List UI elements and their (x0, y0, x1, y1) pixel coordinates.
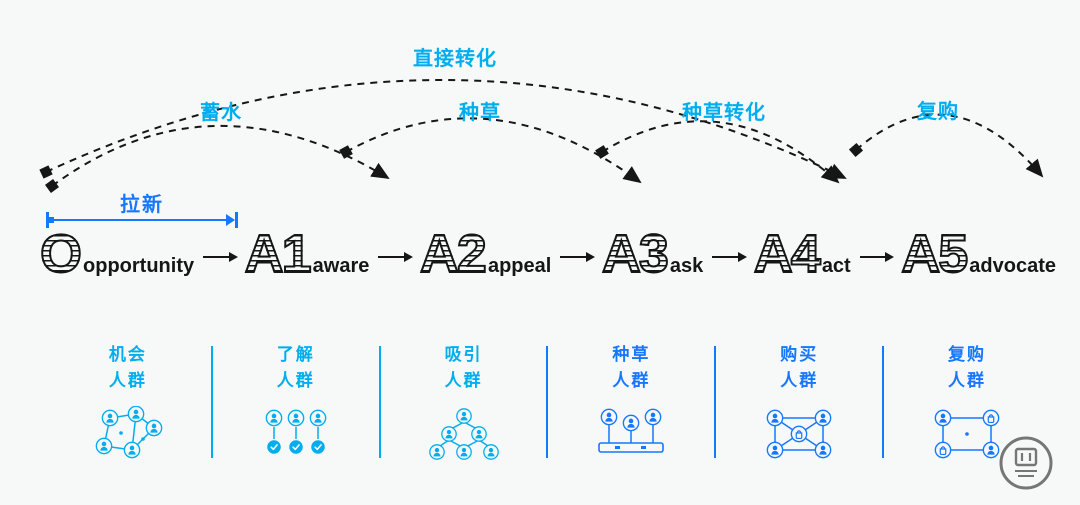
stage-word: opportunity (83, 255, 195, 277)
stage-letter: A5 (900, 224, 969, 284)
group-advocate-audience: 复购 人群 (884, 342, 1050, 464)
stage-letter: A4 (753, 224, 822, 284)
group-appeal-audience: 吸引 人群 (381, 342, 547, 464)
group-label-line2: 人群 (276, 371, 315, 390)
axis-arrow-icon (859, 251, 894, 262)
label-store-water: 蓄水 (200, 102, 242, 124)
group-label-line1: 复购 (948, 345, 987, 364)
stage-letter: A1 (244, 224, 313, 284)
pull-new-arrow (46, 212, 238, 228)
stage-appeal: A2 appeal (419, 224, 552, 284)
group-label-line1: 种草 (612, 345, 651, 364)
stage-aware: A1 aware (244, 224, 370, 284)
group-divider (378, 346, 381, 458)
axis-arrow-icon (378, 251, 413, 262)
axis-arrow-icon (560, 251, 595, 262)
group-divider (714, 346, 717, 458)
arc-direct-conversion (39, 79, 847, 179)
pull-new-end-bar (235, 212, 238, 228)
stage-word: aware (312, 255, 370, 277)
planted-users-icon (598, 408, 665, 453)
group-label-line1: 购买 (780, 345, 819, 364)
label-pull-new: 拉新 (120, 194, 164, 216)
group-label-line1: 吸引 (444, 345, 483, 364)
pull-new-arrowhead-icon (226, 214, 235, 226)
group-label-line2: 人群 (444, 371, 483, 390)
group-divider (210, 346, 213, 458)
group-divider (546, 346, 549, 458)
arc-seeding (339, 117, 642, 184)
group-label-line2: 人群 (780, 371, 819, 390)
label-seeding: 种草 (459, 102, 501, 124)
repeat-buyer-users-icon (934, 409, 1000, 459)
stage-word: act (821, 255, 851, 277)
stage-letter: A2 (419, 224, 488, 284)
label-direct-conversion: 直接转化 (413, 48, 497, 70)
label-repurchase: 复购 (917, 101, 959, 123)
stage-letter: O (39, 224, 83, 284)
arc-store-water (45, 125, 390, 193)
stage-word: appeal (487, 255, 552, 277)
group-divider (882, 346, 885, 458)
network-users-icon (95, 406, 163, 459)
group-label-line1: 机会 (108, 345, 147, 364)
stage-advocate: A5 advocate (900, 224, 1056, 284)
stage-opportunity: O opportunity (39, 224, 195, 284)
group-label-line2: 人群 (948, 371, 987, 390)
tree-users-icon (428, 408, 499, 460)
buyer-users-icon (766, 409, 832, 459)
label-seeding-conversion: 种草转化 (682, 102, 766, 124)
verified-users-icon (265, 409, 327, 455)
group-ask-audience: 种草 人群 (548, 342, 714, 464)
stage-word: ask (669, 255, 704, 277)
group-label-line2: 人群 (108, 371, 147, 390)
group-label-line1: 了解 (276, 345, 315, 364)
group-aware-audience: 了解 人群 (213, 342, 379, 464)
pull-new-line (49, 219, 233, 221)
axis-arrow-icon (712, 251, 747, 262)
stage-letter: A3 (601, 224, 670, 284)
stage-act: A4 act (753, 224, 851, 284)
group-act-audience: 购买 人群 (716, 342, 882, 464)
stage-axis: O opportunity A1 aware A2 appeal A3 ask … (39, 224, 1056, 284)
stage-word: advocate (969, 255, 1056, 277)
group-label-line2: 人群 (612, 371, 651, 390)
pull-new-start-bar (46, 212, 49, 228)
watermark-logo (999, 436, 1053, 490)
stage-ask: A3 ask (601, 224, 704, 284)
audience-groups: 机会 人群 了解 人群 (45, 342, 1050, 464)
group-opportunity-audience: 机会 人群 (45, 342, 211, 464)
axis-arrow-icon (203, 251, 238, 262)
arc-seeding-conversion (595, 120, 840, 184)
